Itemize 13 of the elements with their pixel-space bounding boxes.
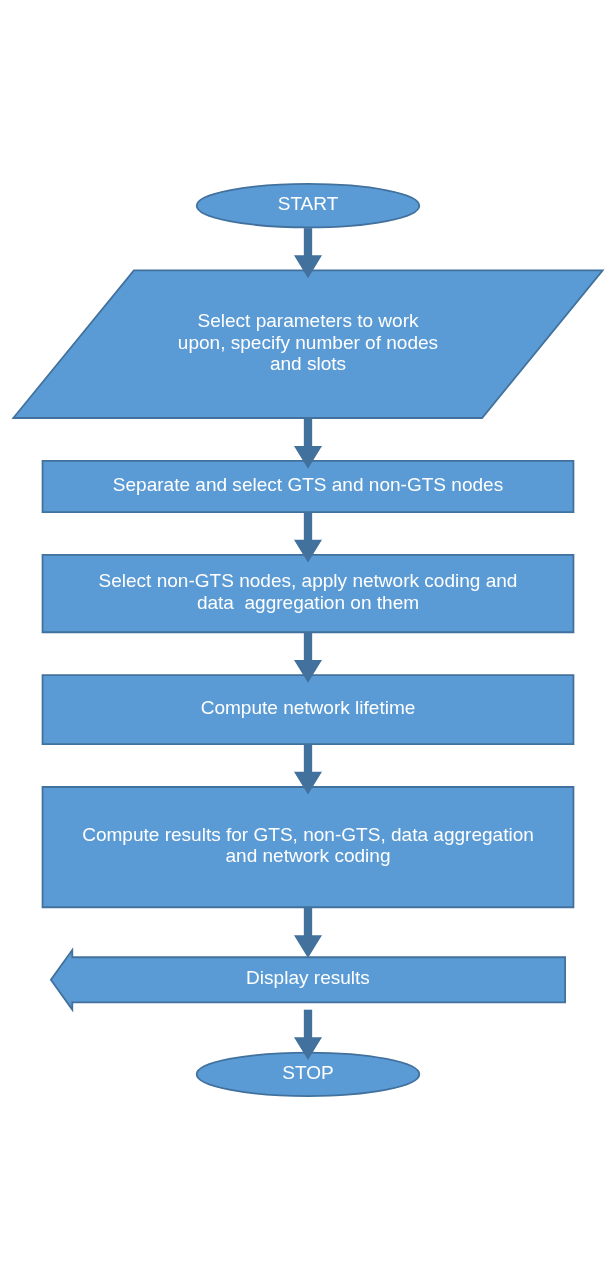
node-box: Compute network lifetime — [41, 673, 575, 745]
arrow — [294, 1009, 322, 1060]
node-box: Separate and select GTS and non-GTS nodes — [41, 459, 575, 513]
arrow — [294, 511, 322, 563]
node-box: Select non-GTS nodes, apply network coding and data aggregation on them — [41, 553, 575, 633]
arrow — [294, 417, 322, 469]
node-ellipse: STOP — [195, 1051, 421, 1097]
node-ellipse: START — [195, 182, 421, 228]
arrow — [294, 227, 322, 278]
arrow — [294, 906, 322, 958]
arrow — [294, 631, 322, 683]
arrow — [294, 743, 322, 795]
node-box: Compute results for GTS, non-GTS, data aggregation and network coding — [41, 785, 575, 908]
